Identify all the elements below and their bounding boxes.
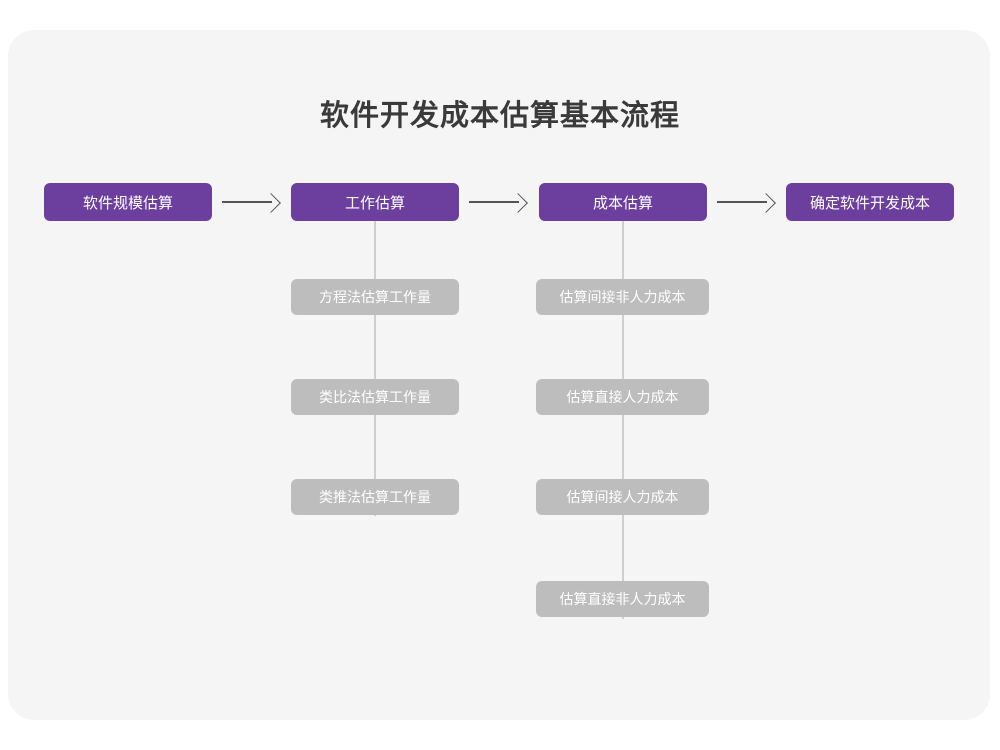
arrow-right-icon xyxy=(469,192,533,213)
branch-connector-line xyxy=(374,221,376,516)
arrow-head xyxy=(508,192,528,213)
substep-node-label: 类比法估算工作量 xyxy=(319,389,431,405)
substep-node-label: 估算间接人力成本 xyxy=(566,489,679,505)
substep-node-inference-method[interactable]: 类推法估算工作量 xyxy=(291,479,459,515)
substep-node-label: 估算直接非人力成本 xyxy=(559,591,686,607)
diagram-card xyxy=(8,30,990,720)
stage-node-label: 确定软件开发成本 xyxy=(809,194,930,212)
substep-node-equation-method[interactable]: 方程法估算工作量 xyxy=(291,279,459,315)
stage-node-label: 工作估算 xyxy=(344,194,405,212)
substep-node-label: 方程法估算工作量 xyxy=(319,289,431,305)
substep-node-indirect-labor-cost[interactable]: 估算间接人力成本 xyxy=(536,479,709,515)
stage-node-cost-estimation[interactable]: 成本估算 xyxy=(539,183,707,221)
stage-node-effort-estimation[interactable]: 工作估算 xyxy=(291,183,459,221)
arrow-head xyxy=(261,192,281,213)
arrow-shaft xyxy=(222,201,272,203)
stage-node-label: 成本估算 xyxy=(592,194,653,212)
arrow-right-icon xyxy=(717,192,781,213)
substep-node-analogy-method[interactable]: 类比法估算工作量 xyxy=(291,379,459,415)
page-title: 软件开发成本估算基本流程 xyxy=(319,100,680,132)
stage-node-determine-development-cost[interactable]: 确定软件开发成本 xyxy=(786,183,954,221)
arrow-head xyxy=(756,192,776,213)
substep-node-direct-labor-cost[interactable]: 估算直接人力成本 xyxy=(536,379,709,415)
substep-node-indirect-nonlabor-cost[interactable]: 估算间接非人力成本 xyxy=(536,279,709,315)
substep-node-label: 类推法估算工作量 xyxy=(319,489,431,505)
stage-node-label: 软件规模估算 xyxy=(82,194,173,212)
stage-node-software-scale-estimation[interactable]: 软件规模估算 xyxy=(44,183,212,221)
substep-node-direct-nonlabor-cost[interactable]: 估算直接非人力成本 xyxy=(536,581,709,617)
arrow-right-icon xyxy=(222,192,286,213)
substep-node-label: 估算间接非人力成本 xyxy=(559,289,686,305)
substep-node-label: 估算直接人力成本 xyxy=(566,389,679,405)
branch-connector-line xyxy=(622,221,624,619)
arrow-shaft xyxy=(469,201,519,203)
arrow-shaft xyxy=(717,201,767,203)
